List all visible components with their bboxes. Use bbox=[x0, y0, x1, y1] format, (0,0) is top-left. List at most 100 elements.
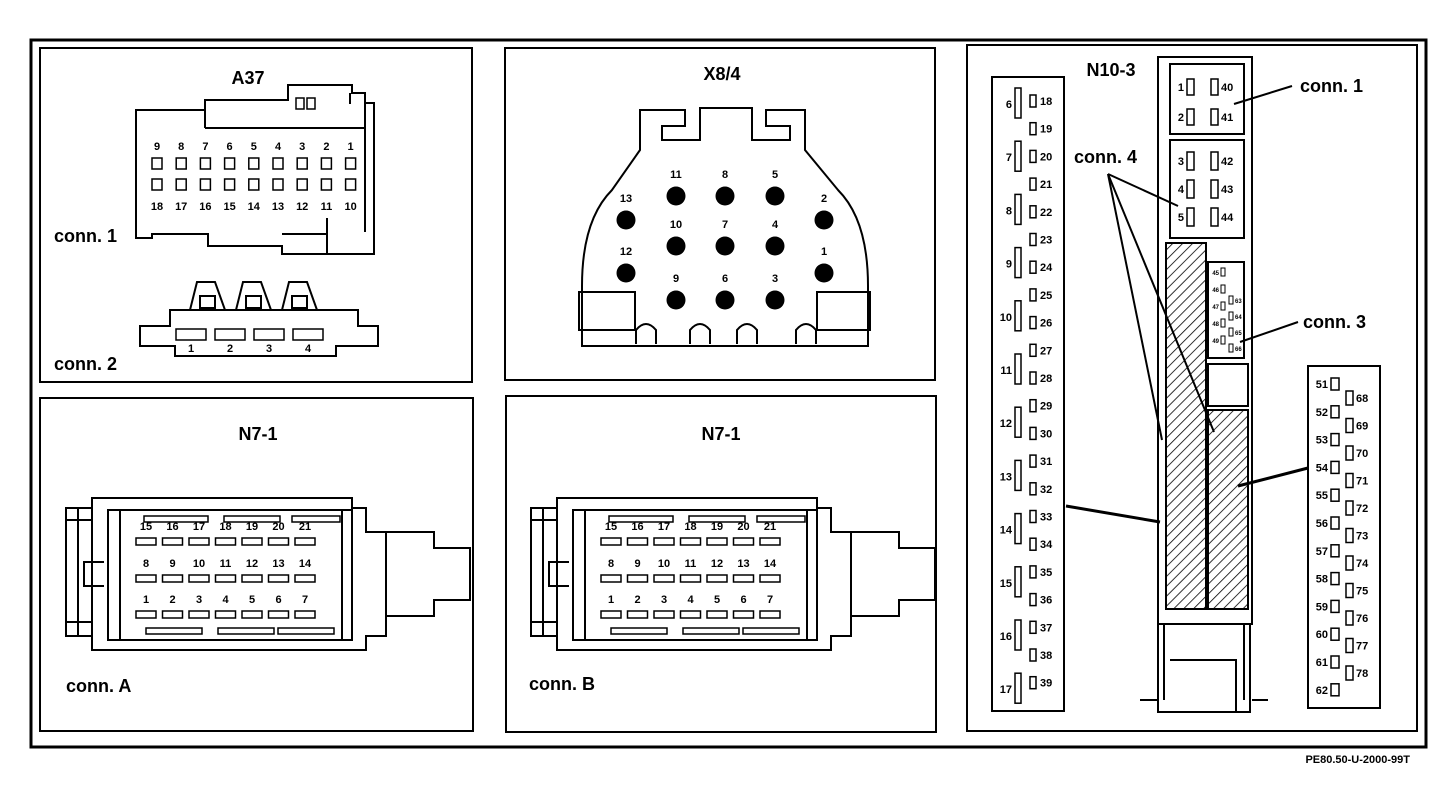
a37-conn2-housing bbox=[139, 309, 379, 357]
n10-hatched-block bbox=[1207, 409, 1249, 610]
pin-label: 13 bbox=[272, 201, 284, 213]
pin-label: 15 bbox=[1000, 578, 1012, 590]
pin-cavity bbox=[1228, 327, 1234, 337]
pin-label: 1 bbox=[143, 594, 149, 606]
pin-cavity bbox=[151, 178, 163, 191]
pin-cavity bbox=[1330, 627, 1340, 641]
pin-cavity bbox=[1029, 398, 1037, 413]
pin-cavity bbox=[151, 157, 163, 170]
pin-label: 11 bbox=[1000, 365, 1012, 377]
pin-label: 47 bbox=[1212, 305, 1219, 311]
pin-label: 6 bbox=[740, 594, 746, 606]
pin-label: 5 bbox=[1178, 212, 1184, 224]
pin-cavity-long bbox=[1014, 300, 1022, 332]
pin-label: 20 bbox=[1040, 151, 1052, 163]
pin-label: 17 bbox=[193, 521, 205, 533]
pin-cavity bbox=[1029, 426, 1037, 441]
pin-label: 39 bbox=[1040, 678, 1052, 690]
pin-cavity bbox=[1210, 207, 1219, 227]
pin-label: 14 bbox=[1000, 525, 1013, 537]
pin-contact bbox=[765, 236, 785, 256]
pin-label: 65 bbox=[1235, 331, 1242, 337]
n10-block-2 bbox=[1169, 139, 1245, 239]
pin-label: 57 bbox=[1316, 546, 1328, 558]
pin-label: 12 bbox=[1000, 418, 1012, 430]
pin-cavity bbox=[1330, 571, 1340, 586]
pin-cavity bbox=[175, 178, 187, 191]
pin-cavity bbox=[241, 574, 263, 583]
pin-label: 18 bbox=[684, 521, 696, 533]
pin-cavity bbox=[679, 610, 702, 619]
pin-label: 15 bbox=[140, 521, 152, 533]
pin-cavity-long bbox=[1014, 566, 1022, 598]
pin-cavity bbox=[1029, 121, 1037, 136]
pin-label: 13 bbox=[272, 558, 284, 570]
pin-cavity bbox=[344, 178, 357, 191]
n71-inner-frame bbox=[107, 509, 353, 641]
pin-label: 53 bbox=[1316, 435, 1328, 447]
n71-key bbox=[548, 561, 569, 587]
pin-cavity bbox=[626, 574, 649, 583]
pin-label: 33 bbox=[1040, 512, 1052, 524]
pin-label: 7 bbox=[202, 141, 208, 153]
pin-cavity bbox=[161, 574, 184, 583]
n71-latch-bar bbox=[688, 515, 746, 523]
n10-module-foot bbox=[1140, 624, 1268, 713]
reference-code: PE80.50-U-2000-99T bbox=[1305, 754, 1410, 766]
pin-label: 78 bbox=[1356, 668, 1368, 680]
pin-cavity bbox=[1210, 78, 1219, 96]
pin-cavity bbox=[600, 574, 622, 583]
pin-cavity bbox=[214, 574, 237, 583]
n71-latch-bar bbox=[682, 627, 740, 635]
n71b-title: N7-1 bbox=[701, 424, 740, 444]
pin-cavity bbox=[223, 178, 236, 191]
pin-cavity bbox=[1345, 665, 1354, 681]
pin-cavity bbox=[1330, 683, 1340, 697]
pin-label: 9 bbox=[634, 558, 640, 570]
pin-label: 29 bbox=[1040, 401, 1052, 413]
pin-contact bbox=[715, 186, 735, 206]
n10-conn4-label: conn. 4 bbox=[1074, 147, 1137, 167]
pin-label: 48 bbox=[1212, 322, 1219, 328]
n71-key bbox=[83, 561, 104, 587]
n10-title: N10-3 bbox=[1086, 60, 1135, 80]
pin-cavity bbox=[1029, 205, 1037, 219]
pin-label: 1 bbox=[608, 594, 614, 606]
pin-cavity bbox=[292, 328, 324, 341]
pin-cavity-long bbox=[1014, 353, 1022, 385]
pin-label: 59 bbox=[1316, 601, 1328, 613]
pin-cavity bbox=[1210, 151, 1219, 171]
a37-conn2-latch bbox=[235, 281, 272, 311]
pin-cavity bbox=[1029, 94, 1037, 108]
pin-cavity bbox=[199, 157, 212, 170]
n71-latch-bar bbox=[610, 627, 668, 635]
n71-plug bbox=[386, 531, 471, 617]
pin-label: 71 bbox=[1356, 476, 1368, 488]
pin-cavity bbox=[241, 610, 263, 619]
pin-label: 10 bbox=[670, 219, 682, 231]
pin-cavity bbox=[706, 574, 728, 583]
pin-label: 64 bbox=[1235, 315, 1242, 321]
pin-contact bbox=[814, 263, 834, 283]
n71-inner-frame bbox=[572, 509, 818, 641]
pin-cavity bbox=[135, 574, 157, 583]
pin-cavity bbox=[214, 610, 237, 619]
pin-label: 17 bbox=[175, 201, 187, 213]
pin-cavity-long bbox=[1014, 246, 1022, 279]
pin-contact bbox=[666, 236, 686, 256]
pin-label: 8 bbox=[178, 141, 184, 153]
pin-label: 73 bbox=[1356, 531, 1368, 543]
n71a-label: conn. A bbox=[66, 676, 131, 696]
pin-cavity-long bbox=[1014, 619, 1022, 651]
pin-label: 9 bbox=[154, 141, 160, 153]
n10-conn3-block bbox=[1207, 261, 1245, 359]
pin-label: 22 bbox=[1040, 207, 1052, 219]
pin-label: 2 bbox=[634, 594, 640, 606]
panel-x84-border bbox=[504, 47, 936, 381]
pin-label: 4 bbox=[772, 219, 779, 231]
pin-label: 13 bbox=[1000, 471, 1012, 483]
pin-cavity bbox=[1330, 599, 1340, 614]
pin-cavity bbox=[267, 574, 290, 583]
pin-cavity bbox=[1228, 295, 1234, 305]
pin-cavity bbox=[267, 610, 290, 619]
